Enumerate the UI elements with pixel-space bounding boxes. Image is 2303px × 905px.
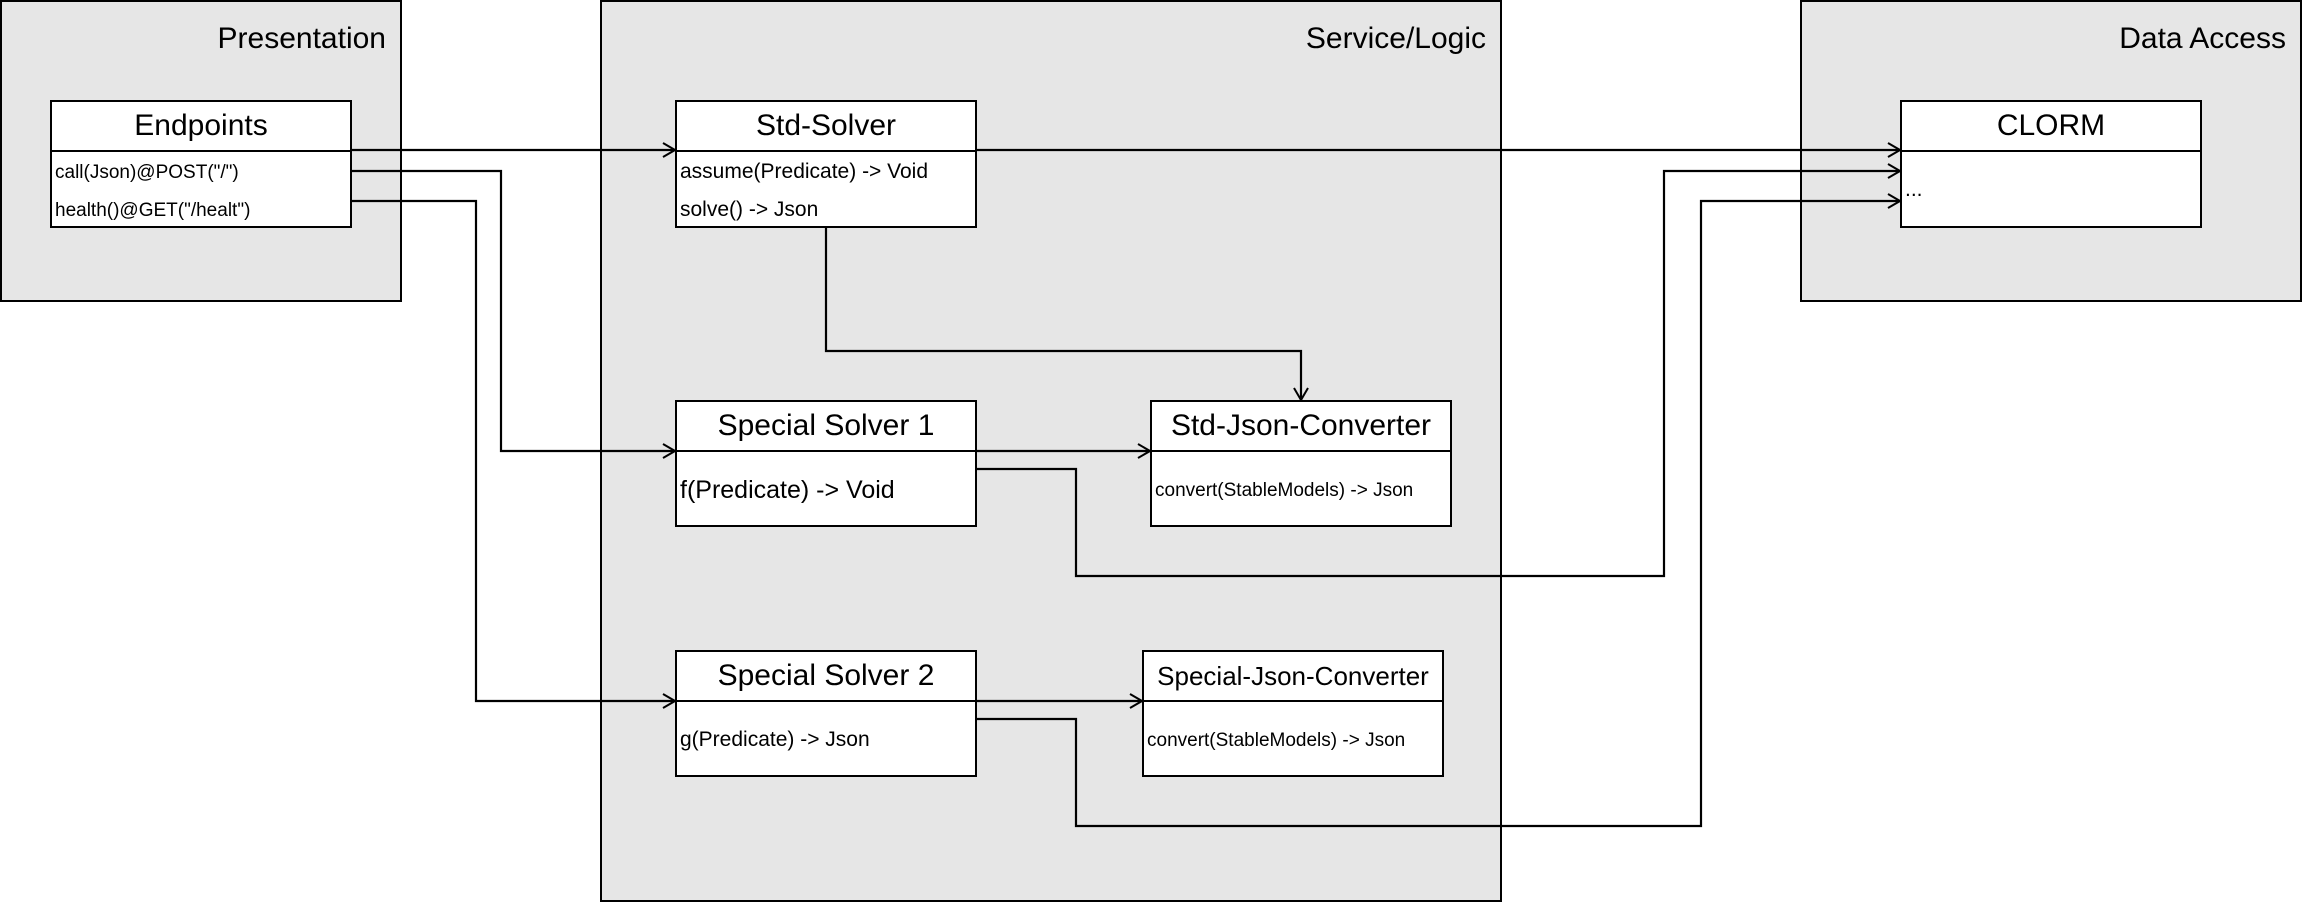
clorm-op-ellipsis: ...	[1905, 178, 1923, 201]
special-json-converter-op-convert: convert(StableModels) -> Json	[1147, 730, 1406, 751]
special-solver-1-class: Special Solver 1 f(Predicate) -> Void	[675, 400, 977, 527]
special-solver-2-op-g: g(Predicate) -> Json	[680, 728, 870, 751]
endpoints-op-call: call(Json)@POST("/")	[55, 162, 239, 183]
endpoints-op-health: health()@GET("/healt")	[55, 200, 251, 221]
std-solver-title: Std-Solver	[677, 102, 975, 152]
clorm-title: CLORM	[1902, 102, 2200, 152]
special-solver-1-title: Special Solver 1	[677, 402, 975, 452]
edge-endpoints-health-to-special-solver-2	[351, 199, 675, 701]
edge-endpoints-call-to-special-solver-1	[351, 169, 675, 451]
std-json-converter-op-convert: convert(StableModels) -> Json	[1155, 480, 1414, 501]
clorm-class: CLORM ...	[1900, 100, 2202, 228]
special-json-converter-class: Special-Json-Converter convert(StableMod…	[1142, 650, 1444, 777]
special-solver-2-title: Special Solver 2	[677, 652, 975, 702]
service-logic-layer-title: Service/Logic	[1305, 22, 1486, 55]
std-solver-op-assume: assume(Predicate) -> Void	[680, 160, 929, 183]
std-json-converter-class: Std-Json-Converter convert(StableModels)…	[1150, 400, 1452, 527]
presentation-layer-title: Presentation	[217, 22, 386, 55]
std-json-converter-title: Std-Json-Converter	[1152, 402, 1450, 452]
edge-std-solver-to-std-json-converter	[824, 227, 1301, 400]
std-solver-class: Std-Solver assume(Predicate) -> Void sol…	[675, 100, 977, 228]
special-json-converter-title: Special-Json-Converter	[1144, 652, 1442, 702]
std-solver-op-solve: solve() -> Json	[680, 198, 819, 221]
edge-special-solver-2-to-clorm	[976, 201, 1900, 828]
data-access-layer-title: Data Access	[2119, 22, 2286, 55]
special-solver-2-class: Special Solver 2 g(Predicate) -> Json	[675, 650, 977, 777]
special-solver-1-op-f: f(Predicate) -> Void	[680, 476, 895, 504]
edge-special-solver-1-to-clorm	[976, 171, 1900, 578]
endpoints-class: Endpoints call(Json)@POST("/") health()@…	[50, 100, 352, 228]
endpoints-title: Endpoints	[52, 102, 350, 152]
